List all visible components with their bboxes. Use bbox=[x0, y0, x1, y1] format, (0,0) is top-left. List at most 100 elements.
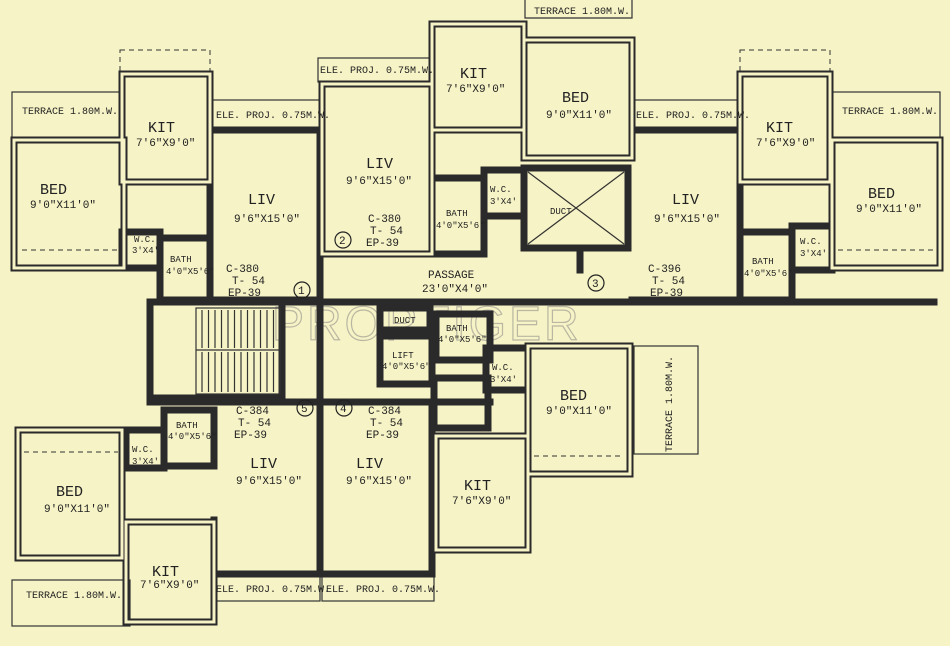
area-c: C-380 bbox=[226, 264, 259, 276]
terrace-label: TERRACE 1.80M.W. bbox=[26, 591, 122, 602]
terrace-label: TERRACE 1.80M.W. bbox=[22, 107, 118, 118]
bath-dims: 4'0"X5'6" bbox=[166, 267, 215, 277]
kit-dims: 7'6"X9'0" bbox=[452, 496, 511, 508]
bed-dims: 9'0"X11'0" bbox=[856, 204, 922, 216]
bed-dims: 9'0"X11'0" bbox=[546, 110, 612, 122]
wc-dims: 3'X4' bbox=[490, 197, 517, 207]
wc-dims: 3'X4' bbox=[132, 246, 159, 256]
kit-dims: 7'6"X9'0" bbox=[756, 138, 815, 150]
liv-label: LIV bbox=[250, 456, 277, 473]
liv-label: LIV bbox=[248, 192, 275, 209]
area-c: C-384 bbox=[368, 406, 401, 418]
kit-label: KIT bbox=[766, 120, 793, 137]
core-bath-label: BATH bbox=[446, 324, 468, 334]
liv-dims: 9'6"X15'0" bbox=[236, 476, 302, 488]
kit-dims: 7'6"X9'0" bbox=[446, 84, 505, 96]
wc-label: W.C. bbox=[800, 237, 822, 247]
core-bath-dims: 4'0"X5'6" bbox=[438, 335, 487, 345]
area-t: T- 54 bbox=[238, 418, 271, 430]
bath-dims: 4'0"X5'6" bbox=[436, 221, 485, 231]
kit-dims: 7'6"X9'0" bbox=[136, 138, 195, 150]
bed-dashed-lines bbox=[22, 249, 934, 457]
flat-markers: 1 2 3 4 5 bbox=[293, 231, 605, 417]
bath-label: BATH bbox=[176, 421, 198, 431]
area-c: C-396 bbox=[648, 264, 681, 276]
liv-dims: 9'6"X15'0" bbox=[346, 176, 412, 188]
bed-label: BED bbox=[40, 182, 67, 199]
ele-proj-label: ELE. PROJ. 0.75M.W. bbox=[636, 111, 750, 122]
area-ep: EP-39 bbox=[650, 288, 683, 300]
staircase bbox=[195, 307, 281, 395]
duct-label: DUCT bbox=[550, 207, 572, 217]
area-t: T- 54 bbox=[652, 276, 685, 288]
kit-label: KIT bbox=[460, 66, 487, 83]
area-t: T- 54 bbox=[232, 276, 265, 288]
svg-text:1: 1 bbox=[298, 286, 305, 298]
area-ep: EP-39 bbox=[234, 430, 267, 442]
wall-inner-lines bbox=[12, 22, 942, 624]
ele-proj-label: ELE. PROJ. 0.75M.W. bbox=[216, 111, 330, 122]
kit-label: KIT bbox=[464, 478, 491, 495]
bath-dims: 4'0"X5'6" bbox=[744, 269, 793, 279]
ele-proj-label: ELE. PROJ. 0.75M.W. bbox=[216, 585, 330, 596]
bath-label: BATH bbox=[752, 257, 774, 267]
wc-label: W.C. bbox=[492, 363, 514, 373]
bath-dims: 4'0"X5'6" bbox=[168, 432, 217, 442]
flat-marker-4: 4 bbox=[335, 399, 353, 417]
area-c: C-384 bbox=[236, 406, 269, 418]
svg-text:4: 4 bbox=[340, 404, 347, 416]
liv-label: LIV bbox=[356, 456, 383, 473]
bed-label: BED bbox=[868, 186, 895, 203]
kit-label: KIT bbox=[152, 564, 179, 581]
liv-label: LIV bbox=[366, 156, 393, 173]
bed-dims: 9'0"X11'0" bbox=[30, 200, 96, 212]
flat-marker-5: 5 bbox=[296, 399, 314, 417]
passage-dims: 23'0"X4'0" bbox=[422, 284, 488, 296]
svg-text:2: 2 bbox=[339, 236, 346, 248]
ele-proj-label: ELE. PROJ. 0.75M.W. bbox=[320, 66, 434, 77]
bath-label: BATH bbox=[170, 255, 192, 265]
wc-label: W.C. bbox=[134, 235, 156, 245]
flat-marker-3: 3 bbox=[587, 274, 605, 292]
outdoor-labels: TERRACE 1.80M.W. TERRACE 1.80M.W. TERRAC… bbox=[22, 7, 938, 602]
wc-label: W.C. bbox=[490, 185, 512, 195]
duct-shaft bbox=[527, 171, 625, 245]
area-ep: EP-39 bbox=[366, 238, 399, 250]
terrace-label: TERRACE 1.80M.W. bbox=[534, 7, 630, 18]
flat-marker-2: 2 bbox=[334, 231, 352, 249]
liv-dims: 9'6"X15'0" bbox=[346, 476, 412, 488]
terrace-label: TERRACE 1.80M.W. bbox=[842, 107, 938, 118]
liv-dims: 9'6"X15'0" bbox=[234, 214, 300, 226]
area-c: C-380 bbox=[368, 214, 401, 226]
terrace-label: TERRACE 1.80M.W. bbox=[665, 356, 676, 452]
passage-label: PASSAGE bbox=[428, 270, 475, 282]
bed-label: BED bbox=[562, 90, 589, 107]
wc-dims: 3'X4' bbox=[490, 375, 517, 385]
lift-label: LIFT bbox=[392, 351, 414, 361]
room-labels: BED 9'0"X11'0" KIT 7'6"X9'0" LIV 9'6"X15… bbox=[30, 66, 922, 592]
bed-label: BED bbox=[56, 484, 83, 501]
liv-label: LIV bbox=[672, 192, 699, 209]
kit-label: KIT bbox=[148, 120, 175, 137]
bath-label: BATH bbox=[446, 209, 468, 219]
flat-marker-1: 1 bbox=[293, 281, 311, 299]
kit-dims: 7'6"X9'0" bbox=[140, 580, 199, 592]
svg-text:5: 5 bbox=[301, 404, 308, 416]
ele-proj-label: ELE. PROJ. 0.75M.W. bbox=[326, 585, 440, 596]
wc-dims: 3'X4' bbox=[132, 457, 159, 467]
svg-text:3: 3 bbox=[592, 279, 599, 291]
wc-dims: 3'X4' bbox=[800, 249, 827, 259]
area-t: T- 54 bbox=[370, 418, 403, 430]
wc-label: W.C. bbox=[132, 445, 154, 455]
lift-dims: 4'0"X5'6" bbox=[382, 362, 431, 372]
area-t: T- 54 bbox=[370, 226, 403, 238]
area-ep: EP-39 bbox=[228, 288, 261, 300]
bed-dims: 9'0"X11'0" bbox=[546, 406, 612, 418]
core-duct-label: DUCT bbox=[394, 316, 416, 326]
area-ep: EP-39 bbox=[366, 430, 399, 442]
liv-dims: 9'6"X15'0" bbox=[654, 214, 720, 226]
bed-dims: 9'0"X11'0" bbox=[44, 504, 110, 516]
bed-label: BED bbox=[560, 388, 587, 405]
